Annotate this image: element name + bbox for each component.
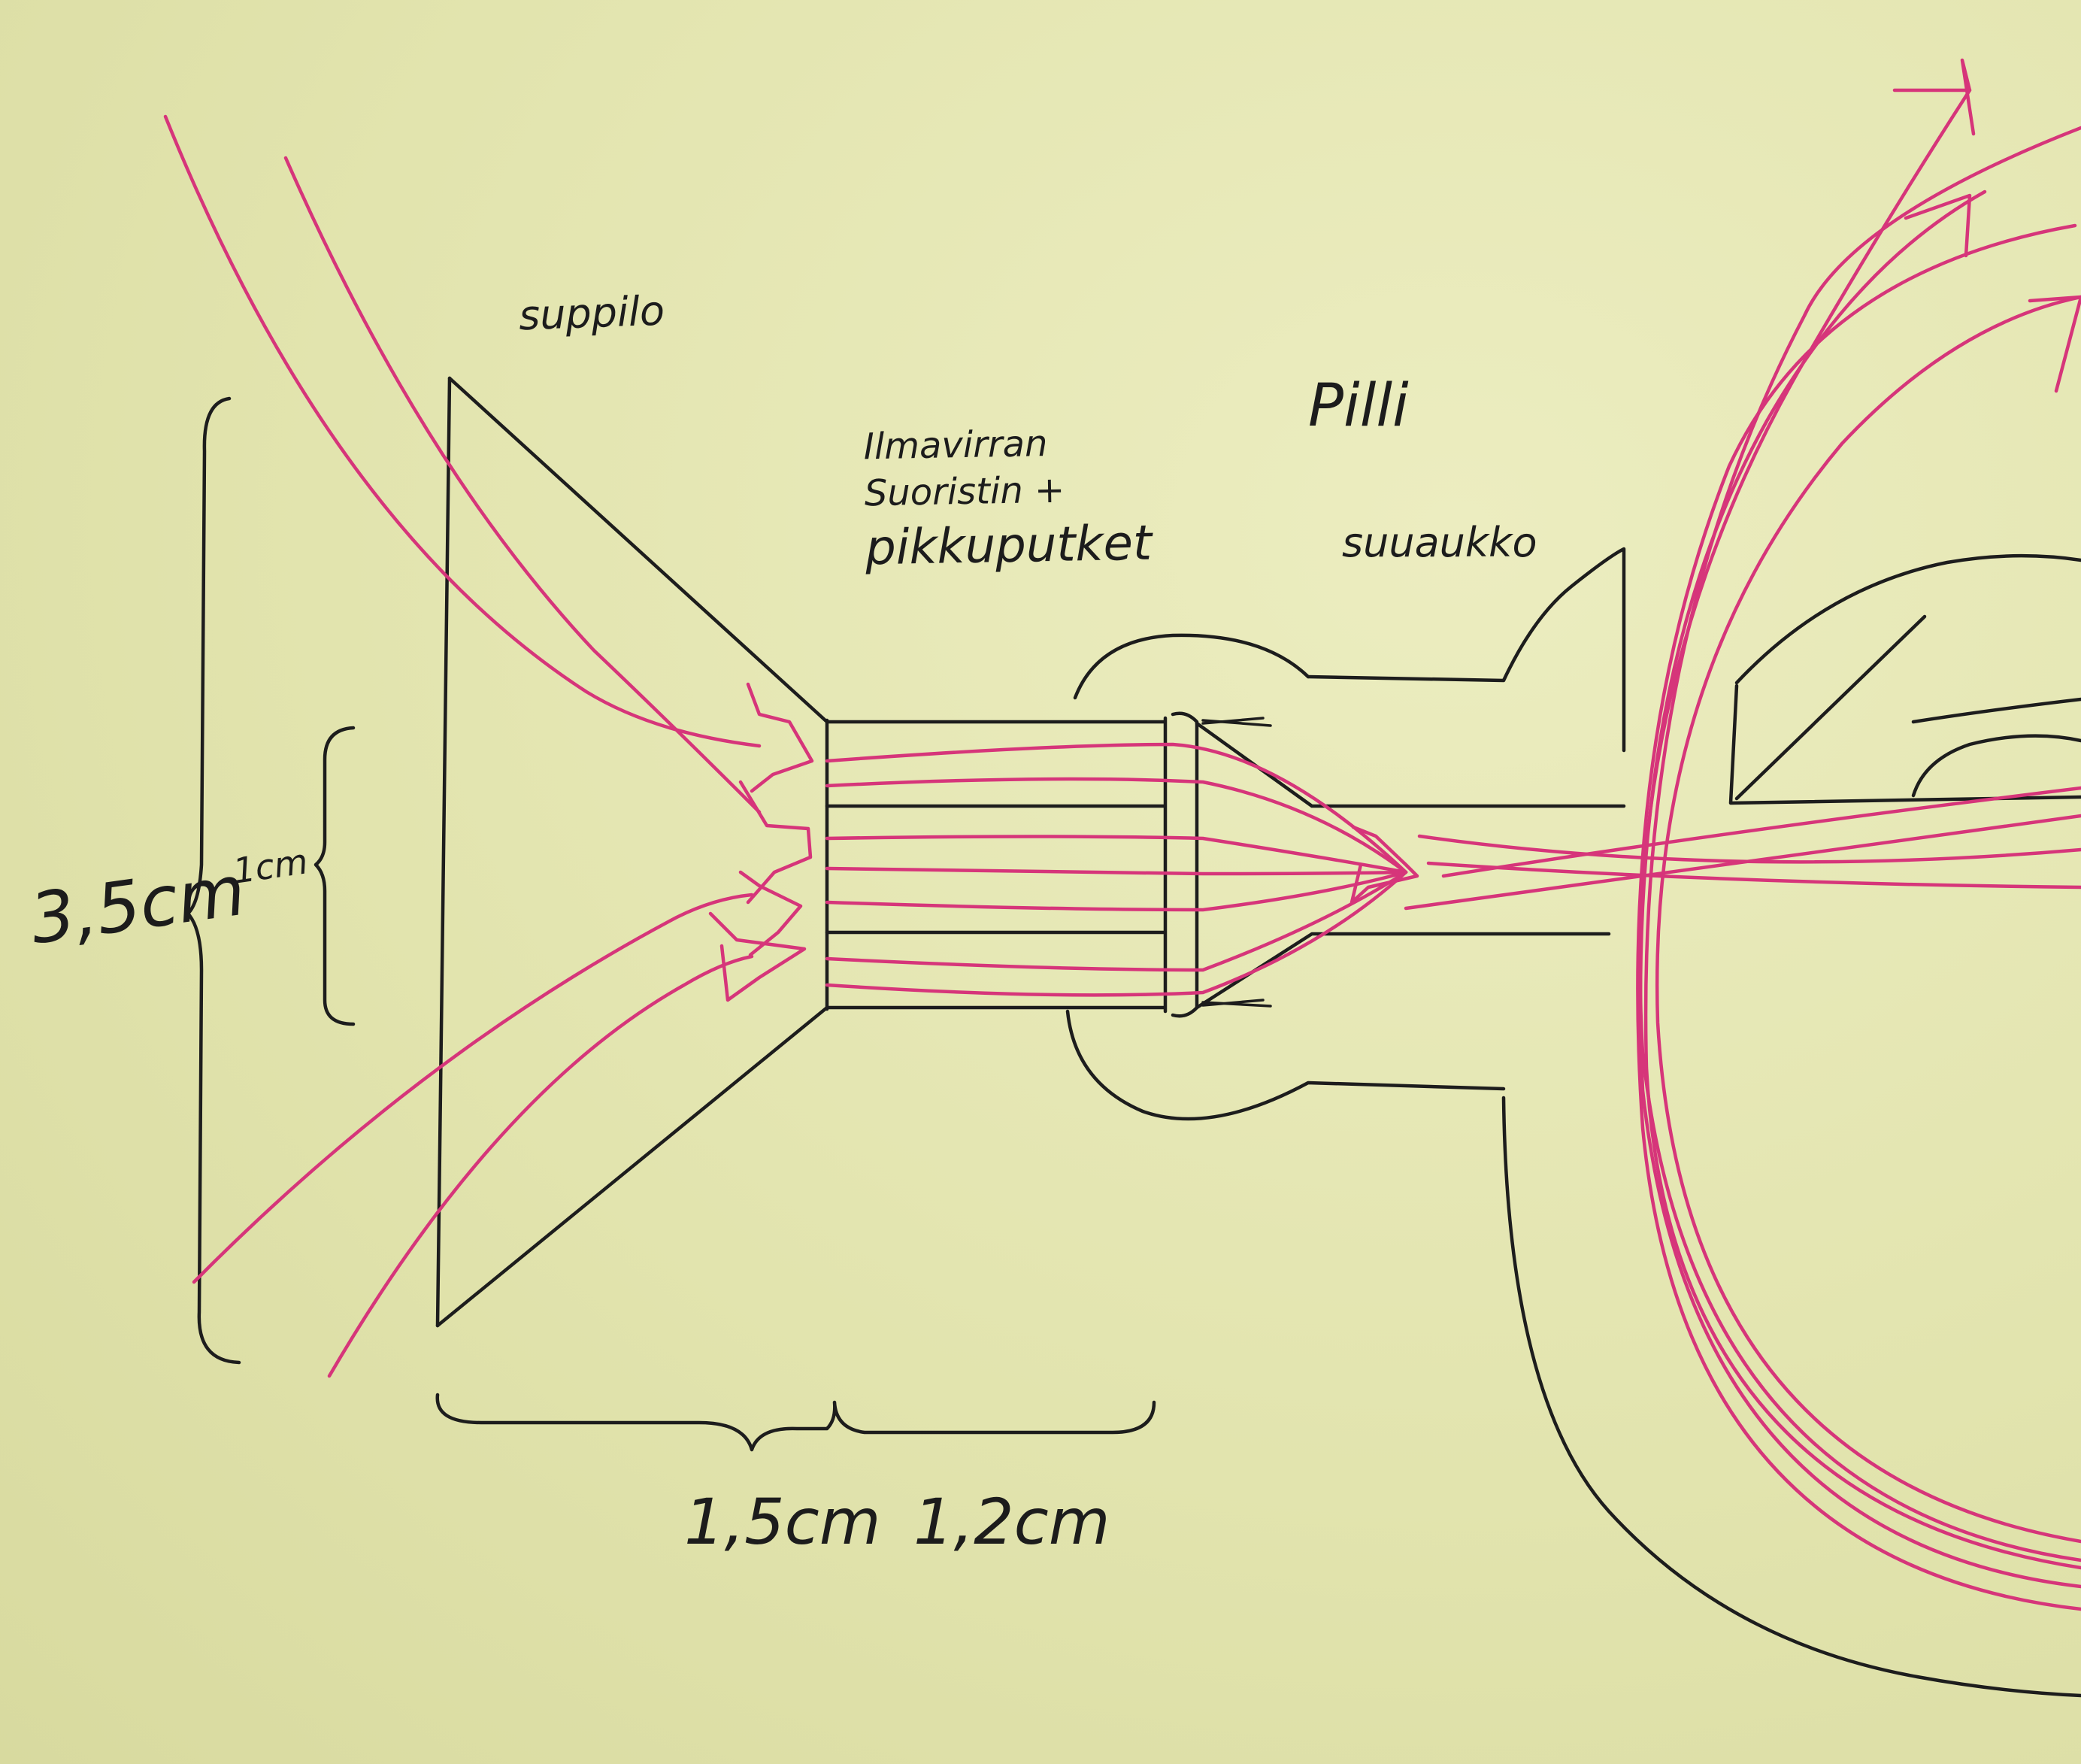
label-whistle: Pilli <box>1308 372 1409 440</box>
flow-straightener <box>825 711 1272 1018</box>
brace-height-inner <box>314 726 356 1026</box>
resonator <box>1728 553 2081 805</box>
airflow-incoming <box>163 114 762 1378</box>
label-flow-straightener-line1: Ilmavirran <box>863 423 1048 468</box>
whistle-body <box>1065 547 2081 1698</box>
label-length-straightener: 1,2cm <box>913 1485 1110 1559</box>
brace-lengths <box>435 1393 1156 1452</box>
label-flow-straightener: Ilmavirran Suoristin + pikkuputket <box>863 419 1152 580</box>
label-length-funnel: 1,5cm <box>684 1485 881 1559</box>
label-mouth-opening: suuaukko <box>1342 519 1537 566</box>
airflow-outgoing <box>1404 786 2081 911</box>
airflow-straightened <box>825 742 1408 997</box>
label-flow-straightener-line3: pikkuputket <box>865 515 1153 577</box>
label-funnel: suppilo <box>517 286 666 340</box>
airflow-arcs <box>1636 58 2081 1611</box>
funnel <box>435 376 829 1328</box>
brace-height-outer <box>186 396 241 1365</box>
label-flow-straightener-line2: Suoristin + <box>864 468 1065 515</box>
airflow-arrowheads <box>708 682 1419 1002</box>
